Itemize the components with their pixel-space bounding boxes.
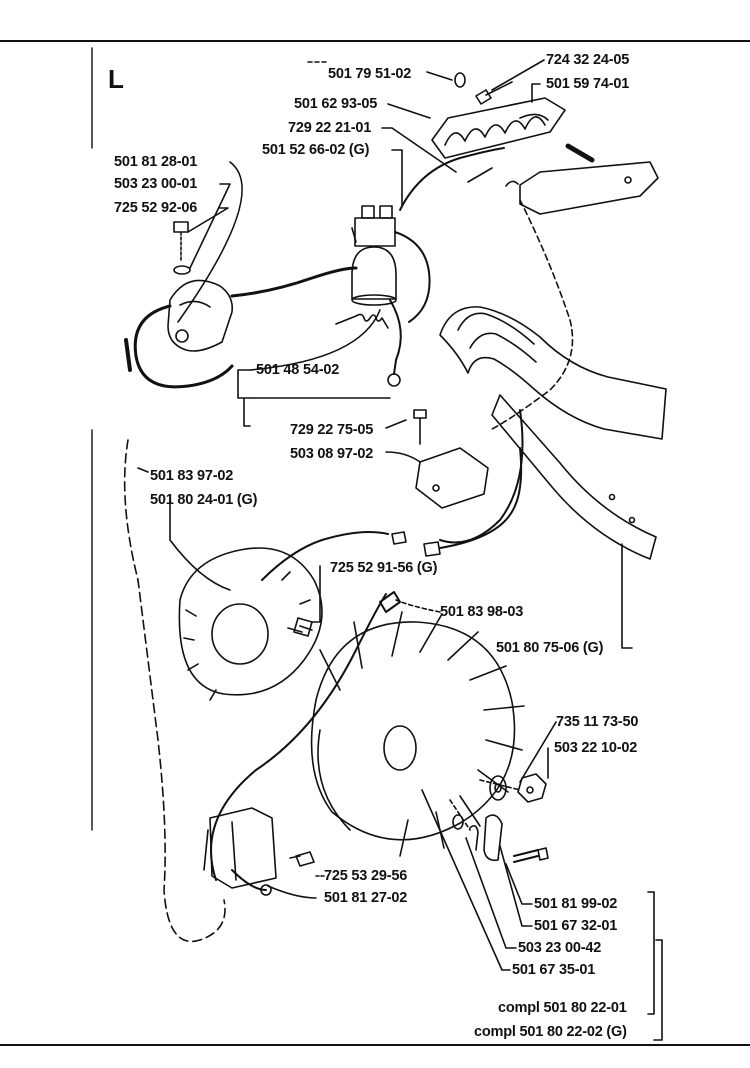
part-label: 501 67 35-01 (512, 962, 596, 978)
part-label: 501 79 51-02 (328, 66, 412, 82)
part-label: 501 81 99-02 (534, 896, 618, 912)
part-label: 729 22 75-05 (290, 422, 374, 438)
switch-block-icon (351, 205, 396, 247)
spring-small-icon (469, 824, 479, 851)
handlebar-icon (439, 306, 667, 560)
stator-screw-icon (287, 617, 313, 637)
top-rule (0, 40, 750, 42)
part-label: compl 501 80 22-01 (498, 1000, 627, 1016)
handle-cover-icon (505, 161, 659, 215)
part-label: 501 83 98-03 (440, 604, 524, 620)
part-label: 501 62 93-05 (294, 96, 378, 112)
part-label: 501 80 24-01 (G) (150, 492, 258, 508)
part-label: 724 32 24-05 (546, 52, 630, 68)
part-label: 503 08 97-02 (290, 446, 374, 462)
bottom-rule (0, 1044, 750, 1046)
top-bolt-icon (454, 72, 513, 105)
part-label: 729 22 21-01 (288, 120, 372, 136)
flywheel-bolt-icon (513, 847, 549, 863)
part-label: 501 48 54-02 (256, 362, 340, 378)
heating-plate-icon (431, 97, 595, 183)
ignition-coil-lower-icon (203, 807, 277, 889)
part-label: 501 83 97-02 (150, 468, 234, 484)
part-label: 503 23 00-42 (518, 940, 602, 956)
ignition-coil-top-icon (167, 279, 234, 352)
part-label: 501 80 75-06 (G) (496, 640, 604, 656)
part-label: 725 52 91-56 (G) (330, 560, 438, 576)
spark-cap-icon (351, 246, 397, 306)
coil-screw-icon (289, 851, 315, 867)
part-label: 725 53 29-56 (324, 868, 408, 884)
part-label: 501 81 28-01 (114, 154, 198, 170)
pawl-icon (483, 814, 503, 862)
part-label: 501 81 27-02 (324, 890, 408, 906)
section-letter: L (108, 64, 124, 94)
part-label: 501 59 74-01 (546, 76, 630, 92)
ignition-module-icon (413, 409, 489, 509)
part-label: 503 22 10-02 (554, 740, 638, 756)
part-label: 725 52 92-06 (114, 200, 198, 216)
part-label: 503 23 00-01 (114, 176, 198, 192)
part-label: 735 11 73-50 (556, 714, 639, 730)
part-label: 501 52 66-02 (G) (262, 142, 370, 158)
flywheel-icon (310, 611, 525, 857)
part-label: 501 67 32-01 (534, 918, 618, 934)
small-washer-icon (452, 814, 464, 830)
spring-icon (335, 313, 389, 329)
screw-small-icon (173, 221, 191, 275)
nut-icon (517, 773, 547, 803)
part-label: compl 501 80 22-02 (G) (474, 1024, 627, 1040)
stator-icon (178, 547, 323, 701)
